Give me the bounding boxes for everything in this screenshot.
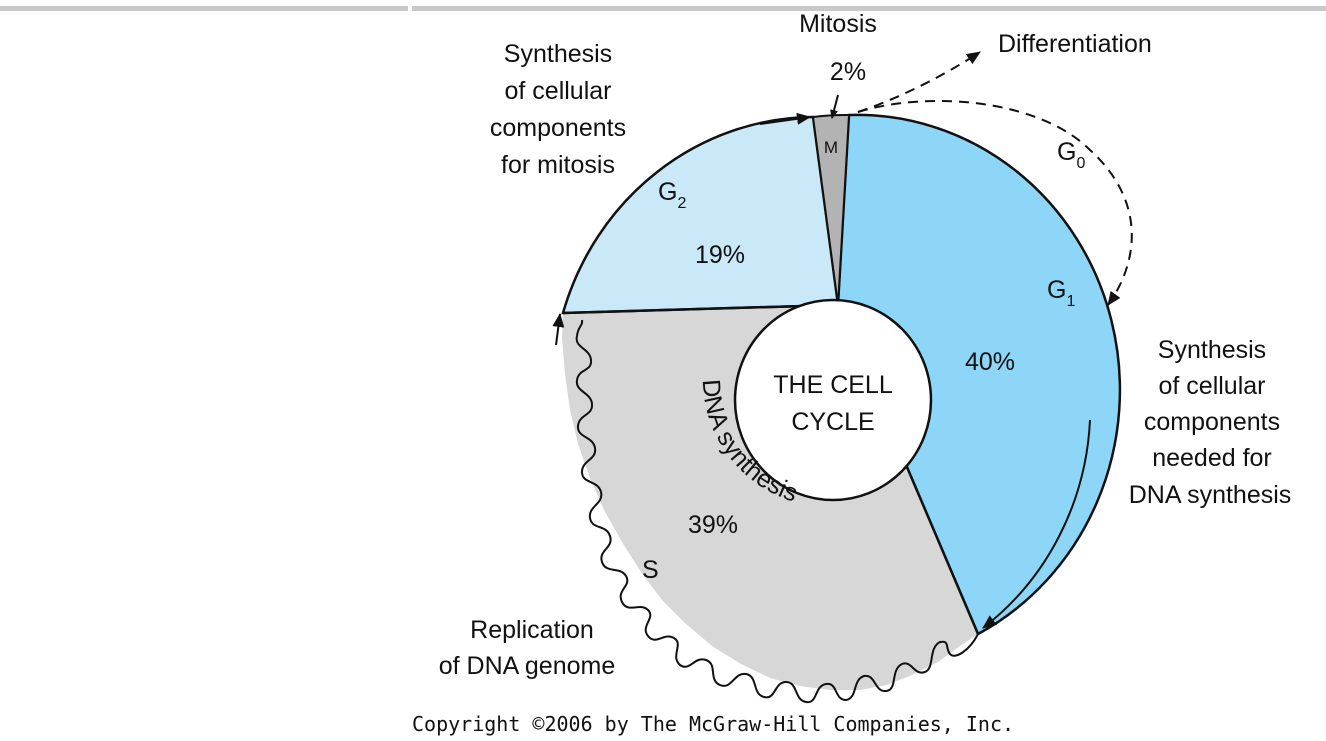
g1-description: Synthesis of cellular components needed … — [1129, 336, 1292, 509]
svg-text:components: components — [1144, 408, 1280, 436]
g2-percent: 19% — [695, 241, 745, 269]
m-percent: 2% — [830, 58, 866, 86]
svg-text:Synthesis: Synthesis — [1158, 336, 1266, 364]
svg-text:components: components — [490, 114, 626, 142]
g2-to-m-arrow — [759, 112, 811, 125]
svg-text:for mitosis: for mitosis — [501, 151, 615, 179]
center-circle — [733, 298, 933, 502]
center-label-line-1: THE CELL — [773, 371, 893, 399]
g1-percent: 40% — [965, 348, 1015, 376]
s-description: Replication of DNA genome — [439, 616, 616, 680]
copyright-notice: Copyright ©2006 by The McGraw-Hill Compa… — [412, 712, 1015, 736]
g0-letter: G0 — [1057, 138, 1085, 172]
m-letter: M — [824, 138, 838, 157]
svg-text:Replication: Replication — [470, 616, 594, 644]
s-phase-wavy-edge — [575, 319, 979, 704]
top-rule — [0, 6, 1326, 11]
m-to-g1-arrow — [830, 94, 839, 119]
differentiation-dashed-arrow — [857, 51, 981, 113]
s-percent: 39% — [688, 511, 738, 539]
g1-to-s-arrow — [982, 419, 1091, 629]
g1-sector — [836, 113, 1122, 636]
svg-text:of cellular: of cellular — [1159, 372, 1266, 400]
center-label-line-2: CYCLE — [791, 408, 874, 436]
s-top-edge — [562, 303, 839, 315]
svg-text:DNA synthesis: DNA synthesis — [1129, 481, 1292, 509]
g0-dashed-arrow — [857, 100, 1133, 306]
svg-text:of DNA genome: of DNA genome — [439, 652, 616, 680]
g1-letter: G1 — [1047, 276, 1075, 310]
s-to-g2-arrow — [552, 313, 565, 346]
g2-description: Synthesis of cellular components for mit… — [490, 40, 626, 179]
svg-text:Synthesis: Synthesis — [504, 40, 612, 68]
svg-text:of cellular: of cellular — [505, 77, 612, 105]
g2-letter: G2 — [658, 178, 686, 212]
mitosis-label: Mitosis — [799, 10, 877, 38]
s-letter: S — [642, 556, 659, 584]
svg-text:needed for: needed for — [1152, 444, 1272, 472]
g2-sector — [561, 115, 840, 315]
differentiation-label: Differentiation — [998, 30, 1152, 58]
